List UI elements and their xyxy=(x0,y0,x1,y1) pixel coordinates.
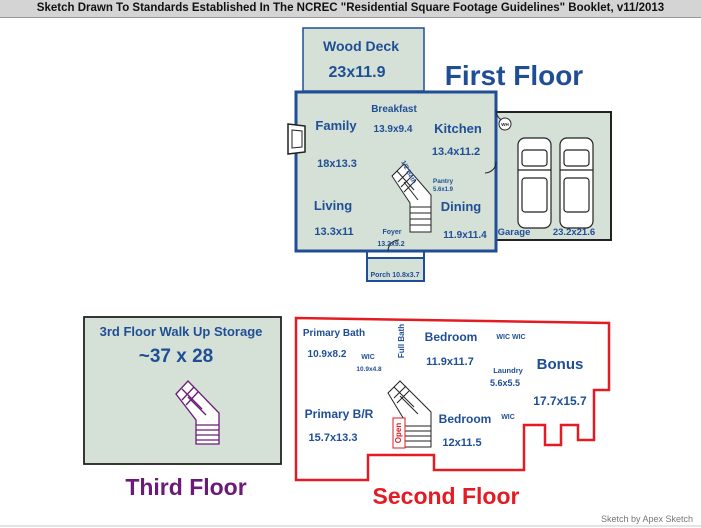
family-name: Family xyxy=(315,118,357,133)
primary-br-size: 15.7x13.3 xyxy=(309,432,358,444)
third-floor-group: 3rd Floor Walk Up Storage ~37 x 28 Third… xyxy=(83,316,282,500)
porch-area xyxy=(366,257,425,282)
family-size: 18x13.3 xyxy=(317,158,357,170)
open-stair-label: Open xyxy=(394,423,403,444)
garage-car-left xyxy=(517,137,552,229)
full-bath-name: Full Bath xyxy=(397,324,406,358)
sketch-standards-header: Sketch Drawn To Standards Established In… xyxy=(0,0,701,18)
garage-car-right xyxy=(559,137,594,229)
primary-bath-size: 10.9x8.2 xyxy=(308,349,347,360)
wic-primary-size: 10.9x4.8 xyxy=(356,366,382,373)
second-floor-title: Second Floor xyxy=(373,483,520,509)
bedroom-1-size: 11.9x11.7 xyxy=(426,356,474,368)
third-floor-title: Third Floor xyxy=(125,474,246,500)
dining-name: Dining xyxy=(441,199,481,214)
wic-bedroom-2-name: WIC xyxy=(501,414,515,421)
kitchen-size: 13.4x11.2 xyxy=(432,146,480,158)
primary-br-name: Primary B/R xyxy=(305,407,374,421)
breakfast-size: 13.9x9.4 xyxy=(374,124,413,135)
storage-name: 3rd Floor Walk Up Storage xyxy=(100,324,263,339)
wood-deck-name: Wood Deck xyxy=(323,38,399,54)
kitchen-door-swing xyxy=(484,161,497,174)
water-heater-label: WH xyxy=(501,122,509,127)
second-floor-outline xyxy=(294,316,611,482)
pantry-size: 5.6x1.9 xyxy=(433,187,454,193)
third-floor-stair xyxy=(175,380,220,445)
laundry-size: 5.6x5.5 xyxy=(490,378,520,388)
kitchen-name: Kitchen xyxy=(434,121,482,136)
bedroom-1-name: Bedroom xyxy=(425,330,478,344)
bedroom-2-size: 12x11.5 xyxy=(442,437,481,449)
first-floor-group: WH Wood Deck 23x11.9 xyxy=(287,27,612,282)
open-stair-marker xyxy=(392,417,406,449)
second-floor-stair xyxy=(387,380,432,448)
wood-deck-area xyxy=(302,27,425,92)
storage-size: ~37 x 28 xyxy=(139,346,214,367)
first-floor-title: First Floor xyxy=(445,60,584,91)
wic-pair-label: WIC WIC xyxy=(496,334,525,341)
water-heater-symbol xyxy=(498,117,512,131)
apex-sketch-credit: Sketch by Apex Sketch xyxy=(600,514,693,524)
garage-area xyxy=(495,111,612,241)
fireplace-inner xyxy=(291,129,303,149)
dining-size: 11.9x11.4 xyxy=(443,230,487,241)
foyer-name: Foyer xyxy=(382,229,401,236)
primary-bath-name: Primary Bath xyxy=(303,328,365,339)
first-floor-stair xyxy=(391,163,432,233)
foyer-size: 13.2x9.2 xyxy=(377,241,404,248)
living-size: 13.3x11 xyxy=(314,226,353,238)
bonus-size: 17.7x15.7 xyxy=(533,394,587,408)
pantry-name: Pantry xyxy=(433,178,454,185)
garage-name: Garage xyxy=(498,227,531,238)
wic-primary-name: WIC xyxy=(361,354,375,361)
second-floor-group: Open Primary Bath 10.9x8.2 WIC 10.9x4.8 … xyxy=(294,316,611,509)
porch-label: Porch 10.8x3.7 xyxy=(370,272,419,279)
front-door-swing xyxy=(387,239,400,252)
laundry-name: Laundry xyxy=(493,366,523,375)
wood-deck-size: 23x11.9 xyxy=(329,64,386,81)
living-name: Living xyxy=(314,198,352,213)
garage-size: 23.2x21.6 xyxy=(553,227,595,238)
bedroom-2-name: Bedroom xyxy=(439,412,492,426)
bonus-name: Bonus xyxy=(537,356,584,373)
breakfast-name: Breakfast xyxy=(371,104,417,115)
